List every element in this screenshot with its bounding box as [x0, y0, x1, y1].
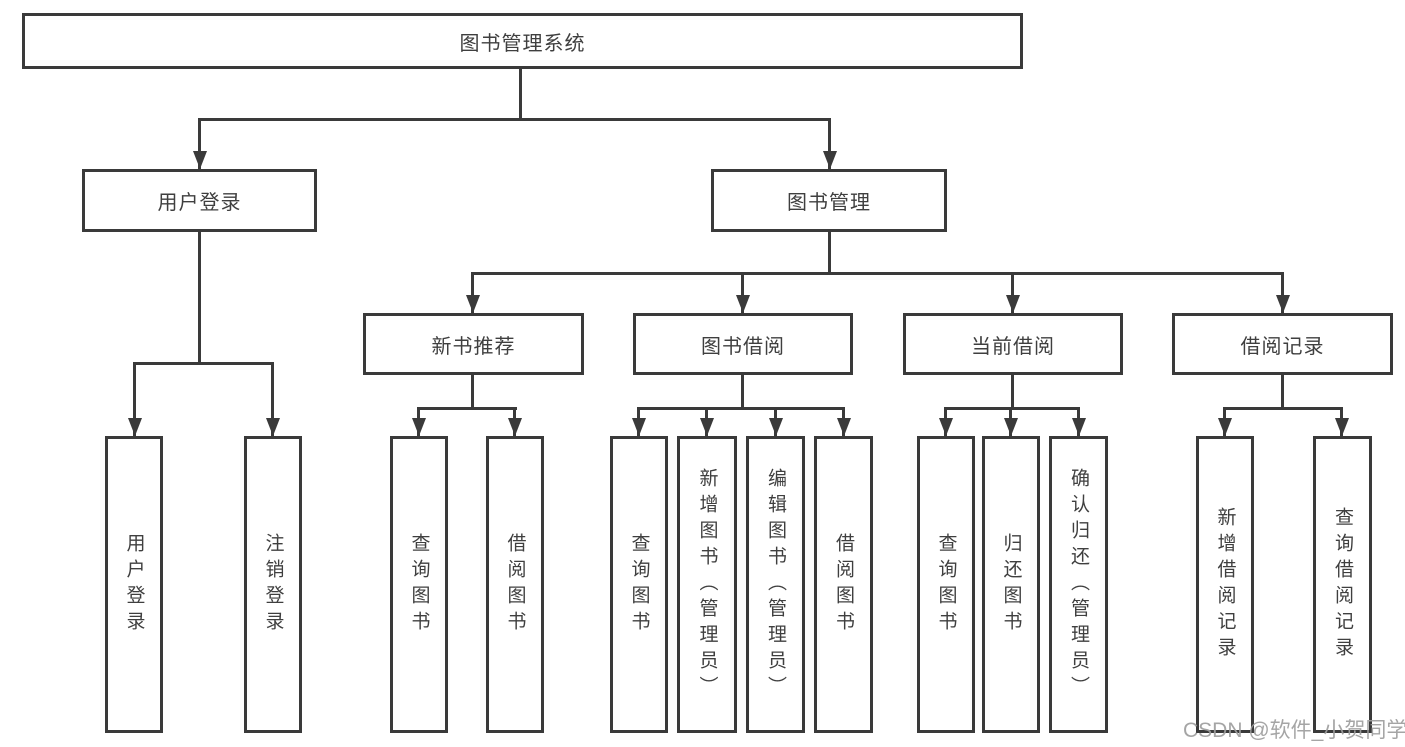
- connector-record-stub: [1281, 375, 1284, 410]
- leaf-borrow-edit-books-admin: 编辑图书（管理员）: [746, 436, 805, 733]
- connector-borrow-stub: [741, 375, 744, 410]
- connector-current-stub: [1011, 375, 1014, 410]
- leaf-borrow-query-books: 查询图书: [610, 436, 668, 733]
- leaf-current-confirm-return-admin: 确认归还（管理员）: [1049, 436, 1108, 733]
- arrow-to-leaf-user-login: [133, 362, 136, 436]
- arrow-borrow-leaf-3: [774, 407, 777, 436]
- arrow-current-leaf-3: [1077, 407, 1080, 436]
- leaf-record-query-borrow-record: 查询借阅记录: [1313, 436, 1372, 733]
- arrow-to-leaf-logout: [271, 362, 274, 436]
- arrow-newbook-leaf-1: [417, 407, 420, 436]
- connector-root-stub: [519, 69, 522, 121]
- node-new-book-recommend: 新书推荐: [363, 313, 584, 375]
- leaf-logout: 注销登录: [244, 436, 302, 733]
- connector-newbook-stub: [471, 375, 474, 410]
- leaf-record-add-borrow-record: 新增借阅记录: [1196, 436, 1254, 733]
- leaf-borrow-borrow-books: 借阅图书: [814, 436, 873, 733]
- leaf-borrow-add-books-admin: 新增图书（管理员）: [677, 436, 737, 733]
- connector-newbook-rail: [417, 407, 517, 410]
- node-borrowing-records: 借阅记录: [1172, 313, 1393, 375]
- arrow-borrow-leaf-1: [637, 407, 640, 436]
- node-user-login: 用户登录: [82, 169, 317, 232]
- connector-borrow-rail: [637, 407, 845, 410]
- leaf-current-return-books: 归还图书: [982, 436, 1040, 733]
- connector-record-rail: [1223, 407, 1343, 410]
- arrow-to-book-management: [828, 118, 831, 169]
- arrow-to-book-borrowing: [741, 272, 744, 313]
- connector-user-login-stub: [198, 232, 201, 365]
- arrow-current-leaf-1: [944, 407, 947, 436]
- arrow-to-new-book-recommend: [471, 272, 474, 313]
- leaf-current-query-books: 查询图书: [917, 436, 975, 733]
- leaf-newbook-query-books: 查询图书: [390, 436, 448, 733]
- arrow-record-leaf-2: [1340, 407, 1343, 436]
- node-current-borrowing: 当前借阅: [903, 313, 1123, 375]
- node-book-borrowing: 图书借阅: [633, 313, 853, 375]
- node-book-management: 图书管理: [711, 169, 947, 232]
- arrow-to-borrowing-records: [1281, 272, 1284, 313]
- csdn-watermark: CSDN @软件_小贺同学: [1183, 719, 1405, 742]
- connector-level3-rail: [471, 272, 1284, 275]
- leaf-newbook-borrow-books: 借阅图书: [486, 436, 544, 733]
- connector-book-mgmt-stub: [828, 232, 831, 275]
- arrow-current-leaf-2: [1009, 407, 1012, 436]
- arrow-record-leaf-1: [1223, 407, 1226, 436]
- connector-level2-rail: [198, 118, 831, 121]
- connector-user-login-rail: [133, 362, 274, 365]
- arrow-borrow-leaf-2: [705, 407, 708, 436]
- arrow-borrow-leaf-4: [842, 407, 845, 436]
- arrow-newbook-leaf-2: [513, 407, 516, 436]
- arrow-to-current-borrowing: [1011, 272, 1014, 313]
- connector-current-rail: [944, 407, 1080, 410]
- root-node-library-system: 图书管理系统: [22, 13, 1023, 69]
- arrow-to-user-login: [198, 118, 201, 169]
- leaf-user-login: 用户登录: [105, 436, 163, 733]
